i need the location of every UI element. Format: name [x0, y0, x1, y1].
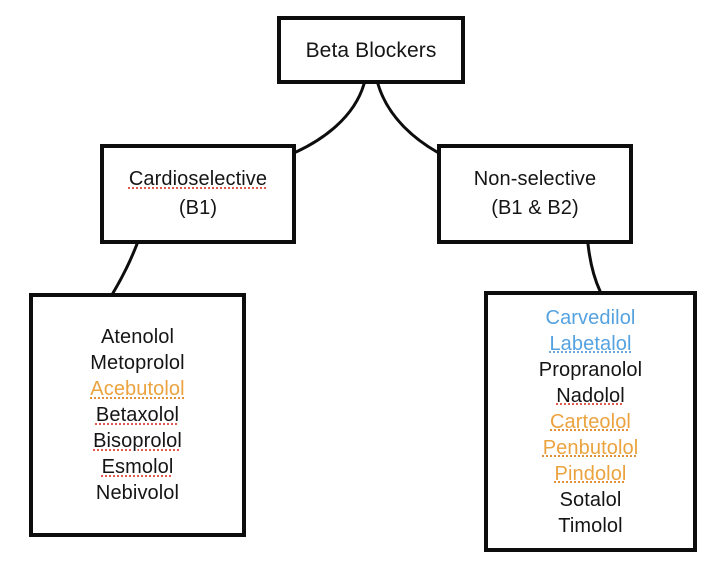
- node-beta-blockers[interactable]: Beta Blockers: [277, 16, 465, 84]
- node-nonselective-label: Non-selective: [473, 168, 597, 190]
- drug-list-item: Betaxolol: [95, 404, 180, 426]
- node-cardioselective[interactable]: Cardioselective (B1): [100, 144, 296, 244]
- drug-list-item: Carvedilol: [545, 306, 636, 329]
- edge-root-to-nonselective: [376, 82, 439, 154]
- edge-root-to-cardioselective: [294, 82, 366, 154]
- edge-nonselective-to-drugs: [586, 242, 602, 293]
- drug-list-item: Nadolol: [556, 384, 625, 407]
- drug-list-item: Carteolol: [550, 410, 631, 433]
- drug-list-item: Metoprolol: [90, 352, 185, 374]
- drug-list-item: Esmolol: [101, 456, 174, 478]
- drug-list-item: Labetalol: [549, 332, 632, 355]
- drug-list-item: Penbutolol: [542, 436, 639, 459]
- drug-list-item: Propranolol: [538, 358, 643, 381]
- drug-list-item: Nebivolol: [95, 482, 180, 504]
- drug-list-item: Timolol: [558, 514, 623, 537]
- edge-cardioselective-to-drugs: [111, 242, 139, 295]
- node-cardioselective-label: Cardioselective: [128, 168, 268, 190]
- drug-list-item: Sotalol: [559, 488, 622, 511]
- node-beta-blockers-label: Beta Blockers: [305, 38, 437, 62]
- drug-list-item: Bisoprolol: [93, 430, 182, 452]
- drug-list-item: Atenolol: [100, 326, 175, 348]
- node-cardioselective-sublabel: (B1): [178, 197, 218, 219]
- node-nonselective-sublabel: (B1 & B2): [491, 197, 579, 219]
- drug-list-item: Acebutolol: [90, 378, 185, 400]
- node-nonselective[interactable]: Non-selective (B1 & B2): [437, 144, 633, 244]
- drug-list-item: Pindolol: [554, 462, 627, 485]
